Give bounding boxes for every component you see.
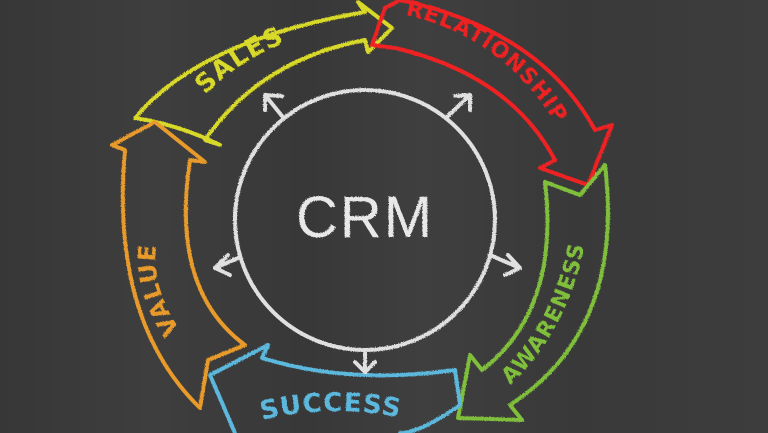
outward-arrow-icons	[213, 93, 522, 374]
center-label: CRM	[296, 185, 434, 250]
success-arrow: SUCCESS	[208, 343, 462, 433]
relationship-arrow: RELATIONSHIP	[370, 0, 614, 187]
stage-label-value: VALUE	[133, 243, 185, 341]
stage-label-sales: SALES	[189, 21, 288, 100]
crm-center: CRM	[213, 88, 522, 374]
awareness-arrow: AWARENESS	[456, 163, 610, 422]
sales-arrow: SALES	[133, 0, 394, 147]
stage-label-success: SUCCESS	[257, 388, 404, 427]
